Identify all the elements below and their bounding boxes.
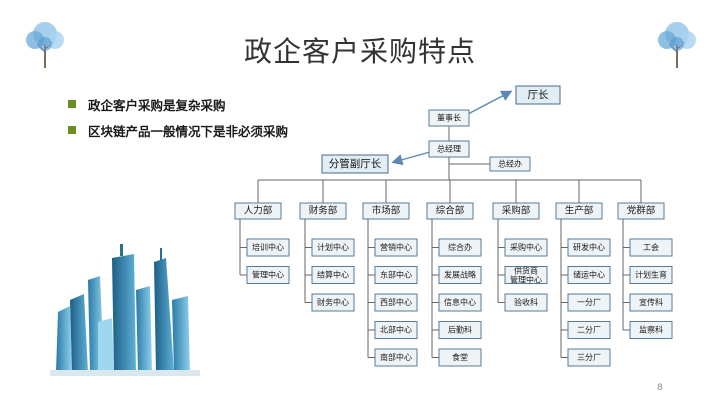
unit-node xyxy=(567,348,611,367)
unit-node xyxy=(567,238,611,257)
callout-top xyxy=(515,85,561,105)
dept-label: 财务部 xyxy=(309,205,338,217)
dept-label: 市场部 xyxy=(372,205,401,217)
dept-label: 生产部 xyxy=(565,205,594,217)
unit-label: 管理中心 xyxy=(252,270,284,280)
unit-node xyxy=(246,266,290,284)
page-number: 8 xyxy=(657,383,663,393)
unit-label: 食堂 xyxy=(452,352,468,362)
unit-node xyxy=(374,348,418,367)
unit-node xyxy=(567,266,611,284)
unit-label: 结算中心 xyxy=(317,270,349,280)
unit-label: 东部中心 xyxy=(380,270,412,280)
unit-label: 发展战略 xyxy=(444,270,476,280)
unit-node xyxy=(246,238,290,257)
unit-node xyxy=(374,293,418,312)
tree-icon-left xyxy=(26,22,64,68)
dept-drop-lines xyxy=(257,180,642,203)
unit-node xyxy=(567,293,611,312)
bullet-text-2: 区块链产品一般情况下是非必须采购 xyxy=(88,123,289,139)
dept-node xyxy=(492,202,540,220)
arrow-side-callout xyxy=(391,151,431,166)
node-side xyxy=(489,156,531,172)
unit-label: 西部中心 xyxy=(380,297,412,307)
unit-label: 综合办 xyxy=(448,242,472,252)
bullet-item-2: 区块链产品一般情况下是非必须采购 xyxy=(68,121,288,139)
unit-label: 宣传科 xyxy=(639,297,663,307)
unit-label: 研发中心 xyxy=(573,242,605,252)
dept-label: 综合部 xyxy=(436,205,465,217)
unit-node xyxy=(438,266,482,284)
city-buildings-illustration xyxy=(50,244,200,376)
node-second xyxy=(428,140,470,158)
bullet-text-1: 政企客户采购是复杂采购 xyxy=(88,97,226,113)
unit-node xyxy=(311,238,355,257)
bullet-square-icon xyxy=(68,100,76,108)
dept-node xyxy=(555,202,603,220)
callout-top-label: 厅长 xyxy=(528,89,549,101)
page-title: 政企客户采购特点 xyxy=(243,35,476,68)
bullet-square-icon xyxy=(68,126,76,134)
dept-node xyxy=(299,202,347,220)
unit-label: 储运中心 xyxy=(573,270,605,280)
unit-node xyxy=(629,238,673,257)
unit-label: 信息中心 xyxy=(444,297,476,307)
dept-node xyxy=(426,202,474,220)
unit-node xyxy=(629,293,673,312)
unit-node xyxy=(311,293,355,312)
node-side-label: 总经办 xyxy=(498,159,522,169)
unit-label: 营销中心 xyxy=(380,242,412,252)
unit-node xyxy=(629,321,673,339)
dept-node xyxy=(617,202,665,220)
dept-label: 采购部 xyxy=(502,205,531,217)
unit-label: 北部中心 xyxy=(380,325,412,335)
unit-label: 三分厂 xyxy=(577,353,601,362)
unit-node xyxy=(567,321,611,339)
node-second-label: 总经理 xyxy=(437,144,461,154)
unit-node xyxy=(438,321,482,339)
dept-label: 党群部 xyxy=(627,205,656,217)
unit-label: 后勤科 xyxy=(448,325,472,335)
unit-label: 二分厂 xyxy=(577,326,601,335)
unit-label: 监察科 xyxy=(639,325,663,335)
unit-label: 工会 xyxy=(643,242,659,252)
unit-label: 计划生育 xyxy=(635,270,667,280)
node-top xyxy=(428,109,470,127)
unit-label: 采购中心 xyxy=(510,242,542,252)
callout-side xyxy=(321,154,389,174)
unit-node xyxy=(438,293,482,312)
dept-label: 人力部 xyxy=(244,205,273,217)
arrow-top-callout xyxy=(467,90,513,115)
unit-node xyxy=(504,293,548,312)
unit-node xyxy=(504,238,548,257)
unit-label: 培训中心 xyxy=(252,242,284,252)
node-top-label: 董事长 xyxy=(437,113,461,123)
callout-side-label: 分管副厅长 xyxy=(329,157,382,170)
unit-node xyxy=(629,266,673,284)
unit-label: 验收科 xyxy=(514,297,538,307)
unit-label: 供货商管理中心 xyxy=(510,265,542,284)
unit-node xyxy=(504,266,548,284)
unit-label: 一分厂 xyxy=(577,298,601,307)
unit-node xyxy=(438,348,482,367)
dept-node xyxy=(362,202,410,220)
unit-label: 南部中心 xyxy=(380,352,412,362)
bullet-item-1: 政企客户采购是复杂采购 xyxy=(68,95,226,113)
unit-label: 财务中心 xyxy=(317,297,349,307)
unit-node xyxy=(374,321,418,339)
unit-node xyxy=(374,266,418,284)
tree-icon-right xyxy=(658,22,696,68)
dept-node xyxy=(234,202,282,220)
unit-label: 计划中心 xyxy=(317,242,349,252)
unit-node xyxy=(311,266,355,284)
unit-node xyxy=(374,238,418,257)
unit-node xyxy=(438,238,482,257)
